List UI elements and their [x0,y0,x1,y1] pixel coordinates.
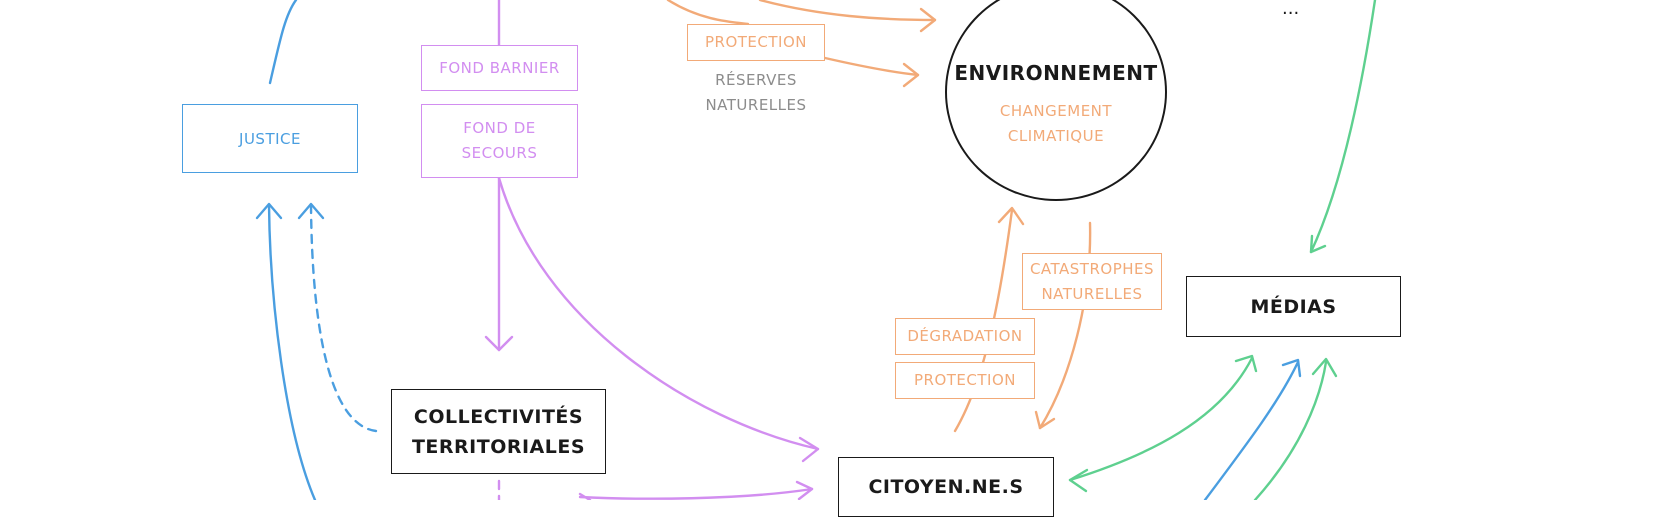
node-environnement[interactable]: ENVIRONNEMENT CHANGEMENT CLIMATIQUE [945,0,1167,201]
green-double-arrow [1068,356,1254,482]
node-citoyens[interactable]: CITOYEN.NE.S [838,457,1054,517]
orange-curve-env-upper [758,0,937,22]
diagram-arrows [255,0,1377,500]
label-reserves-naturelles: RÉSERVES NATURELLES [705,71,807,114]
green-arrowhead-medias-right [1311,357,1338,378]
node-medias[interactable]: MÉDIAS [1186,276,1401,337]
environnement-subtitle: CHANGEMENT CLIMATIQUE [999,102,1113,145]
node-justice[interactable]: JUSTICE [182,104,358,173]
node-collectivites-territoriales[interactable]: COLLECTIVITÉS TERRITORIALES [391,389,606,474]
blue-arc-top-arrow [268,0,298,85]
green-curve-bottom-right [1253,360,1328,500]
node-fond-barnier[interactable]: FOND BARNIER [421,45,578,91]
green-curve-to-medias [1309,0,1377,254]
green-arrowhead-medias [1234,354,1258,373]
orange-curve-env-lower [823,56,920,77]
orange-arrowhead-down-citoyens [1034,410,1056,430]
green-arrowhead-medias-top [1309,234,1327,254]
green-arrowhead-citoyens [1068,468,1089,493]
purple-arrowhead-bottom [795,480,814,500]
node-protection-bottom[interactable]: PROTECTION [895,362,1035,399]
blue-arrowhead-left [255,202,283,220]
blue-arc-left-arrow [267,203,317,500]
orange-arrowhead-env-upper [919,7,937,33]
node-protection-top[interactable]: PROTECTION [687,24,825,61]
purple-arrowhead-down [484,335,514,352]
blue-arrowhead-medias [1281,358,1302,378]
blue-arrowhead-dashed [297,202,325,220]
orange-curve-down-to-citoyens [1038,221,1092,430]
orange-arrowhead-up-env [997,206,1025,226]
purple-bottom-arrow [578,487,814,500]
orange-curve-top [666,0,750,26]
node-degradation[interactable]: DÉGRADATION [895,318,1035,355]
node-fond-secours[interactable]: FOND DE SECOURS [421,104,578,178]
purple-bottom-tick [578,492,592,500]
blue-medias-arrow [1203,360,1300,500]
label-ellipsis: ... [1282,0,1300,19]
blue-dashed-arrow [309,203,378,433]
purple-arrowhead-citoyens [798,436,820,463]
orange-arrowhead-env-lower [902,62,920,88]
purple-curve-to-citoyens [497,176,820,451]
environnement-title: ENVIRONNEMENT [954,61,1158,85]
node-catastrophes-naturelles[interactable]: CATASTROPHES NATURELLES [1022,253,1162,310]
